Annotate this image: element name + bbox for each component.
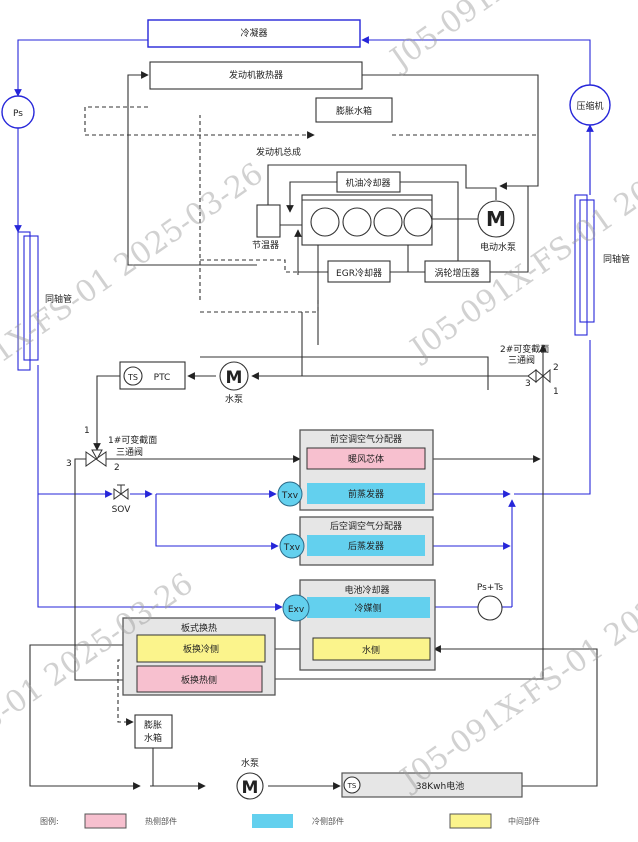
legend-label-middle: 中间部件 bbox=[508, 816, 540, 826]
battery-pump-label: 水泵 bbox=[241, 757, 259, 769]
egr-cooler-label: EGR冷却器 bbox=[336, 267, 382, 279]
valve-1-port-2: 2 bbox=[114, 463, 120, 473]
exv-icon bbox=[282, 594, 310, 622]
thermostat bbox=[256, 204, 281, 238]
engine-block bbox=[301, 194, 433, 246]
ps-ts-sensor bbox=[477, 595, 503, 621]
turbocharger-label: 涡轮增压器 bbox=[434, 267, 479, 279]
exv-label: Exv bbox=[288, 605, 305, 615]
valve-1-subtitle: 三通阀 bbox=[116, 447, 143, 458]
compressor bbox=[569, 84, 611, 126]
coaxial-left-label: 同轴管 bbox=[45, 293, 72, 305]
expansion-tank-label-1: 膨胀 bbox=[144, 719, 162, 731]
ptc-ts-label: TS bbox=[127, 373, 138, 382]
compressor-label: 压缩机 bbox=[576, 100, 603, 112]
ps-sensor bbox=[1, 95, 35, 129]
valve-2-port-1: 1 bbox=[553, 387, 559, 397]
rear-evaporator bbox=[307, 535, 425, 556]
engine-radiator bbox=[149, 61, 363, 90]
battery-pack bbox=[341, 772, 523, 798]
engine-assembly-label: 发动机总成 bbox=[256, 146, 301, 158]
engine-expansion-tank bbox=[315, 97, 393, 123]
oil-cooler bbox=[336, 171, 401, 193]
coaxial-right-label: 同轴管 bbox=[603, 253, 630, 265]
electric-pump-label: 电动水泵 bbox=[480, 241, 516, 253]
turbocharger bbox=[424, 260, 491, 283]
water-side-label: 水侧 bbox=[362, 644, 380, 656]
ts-sensor-icon bbox=[123, 366, 143, 386]
valve-2-port-3: 3 bbox=[525, 379, 531, 389]
battery-label: 38Kwh电池 bbox=[416, 780, 464, 792]
legend: 图例: 热侧部件 冷侧部件 中间部件 bbox=[40, 813, 540, 829]
pump-symbol: M bbox=[486, 207, 506, 231]
sov-valve-icon bbox=[113, 484, 129, 500]
condenser bbox=[147, 19, 361, 48]
valve-1-port-3: 3 bbox=[66, 459, 72, 469]
legend-swatch-cold bbox=[252, 814, 293, 828]
valve-2-port-2: 2 bbox=[553, 363, 559, 373]
txv-rear-label: Txv bbox=[283, 543, 301, 553]
water-pump-icon bbox=[219, 361, 249, 391]
legend-swatch-middle bbox=[449, 813, 492, 829]
engine-expansion-tank-label: 膨胀水箱 bbox=[336, 105, 372, 117]
chiller-refrigerant-side bbox=[307, 597, 430, 618]
water-pump-label: 水泵 bbox=[225, 393, 243, 405]
rear-evaporator-label: 后蒸发器 bbox=[348, 540, 384, 552]
front-evaporator bbox=[307, 483, 425, 504]
legend-label-cold: 冷侧部件 bbox=[312, 816, 344, 826]
plate-hot-label: 板换热侧 bbox=[181, 674, 217, 686]
refrigerant-side-label: 冷媒侧 bbox=[354, 602, 381, 614]
ts-sensor-icon bbox=[343, 776, 361, 794]
valve-1-port-1: 1 bbox=[84, 426, 90, 436]
legend-label-hot: 热侧部件 bbox=[145, 816, 177, 826]
coaxial-pipe-right bbox=[574, 194, 588, 336]
battery-chiller-label: 电池冷却器 bbox=[344, 584, 389, 596]
legend-swatch-hot bbox=[84, 813, 127, 829]
txv-front-icon bbox=[277, 481, 303, 507]
watermark-text: J05-091X-FS-01 2025-03-26 bbox=[402, 96, 638, 368]
txv-front-label: Txv bbox=[281, 491, 299, 501]
txv-rear-icon bbox=[279, 533, 305, 559]
condenser-label: 冷凝器 bbox=[240, 27, 267, 39]
coaxial-pipe-left bbox=[17, 231, 31, 371]
plate-cold-label: 板换冷侧 bbox=[183, 643, 219, 655]
battery-ts-label: TS bbox=[347, 782, 357, 790]
electric-pump-icon bbox=[477, 200, 515, 238]
rear-distributor-label: 后空调空气分配器 bbox=[330, 520, 402, 532]
legend-title: 图例: bbox=[40, 816, 59, 826]
valve-1-title: 1#可变截面 bbox=[108, 434, 157, 446]
front-evaporator-label: 前蒸发器 bbox=[348, 488, 384, 500]
pump-symbol: M bbox=[242, 778, 259, 798]
plate-hot-side bbox=[136, 665, 263, 693]
valve-2-subtitle: 三通阀 bbox=[508, 355, 535, 366]
pump-symbol: M bbox=[226, 368, 243, 388]
engine-radiator-label: 发动机散热器 bbox=[229, 69, 283, 81]
thermostat-label: 节温器 bbox=[252, 240, 279, 251]
heater-core-label: 暖风芯体 bbox=[348, 453, 384, 465]
valve-2-title: 2#可变截面 bbox=[500, 343, 549, 355]
expansion-tank-label-2: 水箱 bbox=[144, 732, 162, 744]
heater-core bbox=[306, 447, 426, 470]
ptc-label: PTC bbox=[154, 373, 171, 383]
plate-cold-side bbox=[136, 634, 266, 663]
refrigerant-lines bbox=[14, 36, 595, 611]
sov-label: SOV bbox=[112, 505, 132, 515]
egr-cooler bbox=[327, 260, 391, 283]
battery-pump-icon bbox=[236, 772, 264, 800]
watermark-text: J05-091X-FS-01 2025-03-26 bbox=[382, 0, 638, 78]
chiller-water-side bbox=[312, 637, 431, 661]
valve-1-icon bbox=[85, 449, 107, 467]
battery-expansion-tank bbox=[134, 714, 173, 749]
ps-ts-label: Ps+Ts bbox=[477, 583, 504, 593]
plate-hx-label: 板式换热 bbox=[181, 622, 217, 634]
front-distributor-label: 前空调空气分配器 bbox=[330, 433, 402, 445]
valve-2-icon bbox=[527, 368, 551, 384]
oil-cooler-label: 机油冷却器 bbox=[345, 177, 390, 189]
ps-sensor-label: Ps bbox=[13, 109, 23, 119]
coolant-lines bbox=[29, 71, 598, 790]
